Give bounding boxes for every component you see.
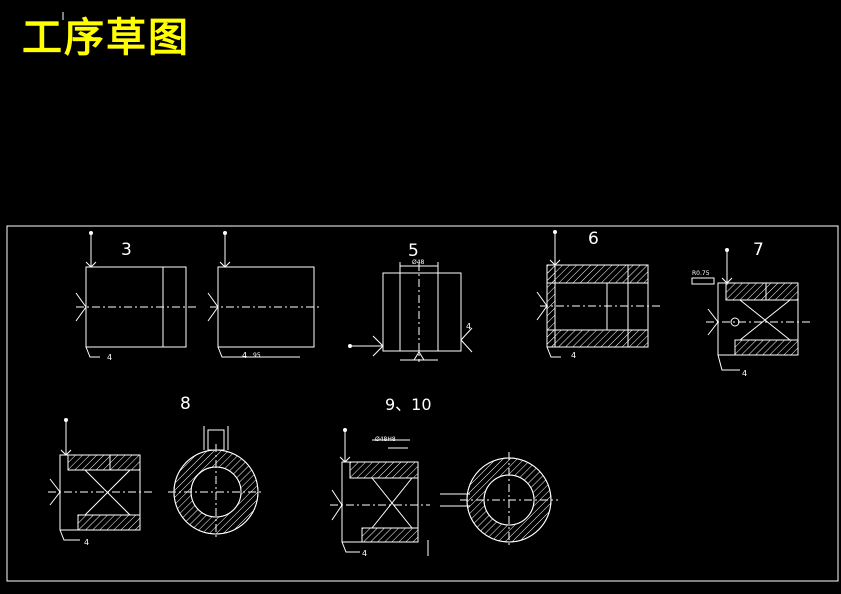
drawing-frame (6, 225, 839, 582)
step-8-base-mark: 4 (84, 538, 89, 547)
step-number-5: 5 (408, 241, 419, 261)
step-6-base-mark: 4 (571, 351, 576, 360)
step-9-base-mark: 4 (362, 549, 367, 558)
step-number-8: 8 (180, 394, 191, 414)
step-3-length-dim: 95 (253, 352, 261, 359)
step-7-radius-dim: R0.75 (692, 270, 710, 277)
step-7-sketch (691, 248, 812, 371)
step-7-base-mark: 4 (742, 369, 747, 378)
step-3-sketch (75, 231, 320, 358)
step-8-sketch (48, 418, 264, 541)
step-5-base-mark: 4 (466, 322, 471, 331)
step-number-9-10: 9、10 (385, 395, 432, 414)
step-9-dim: Ø48H8 (375, 436, 396, 443)
step-9-10-sketch (330, 428, 558, 556)
step-number-7: 7 (753, 240, 764, 260)
page-title: 工序草图 (22, 14, 190, 61)
step-number-6: 6 (588, 229, 599, 249)
step-number-3: 3 (121, 240, 132, 260)
step-3b-base-mark: 4 (242, 351, 247, 360)
step-3-base-mark: 4 (107, 353, 112, 362)
step-5-top-dim: Ø48 (412, 259, 425, 266)
step-5-sketch (348, 262, 473, 362)
step-6-sketch (536, 230, 660, 358)
